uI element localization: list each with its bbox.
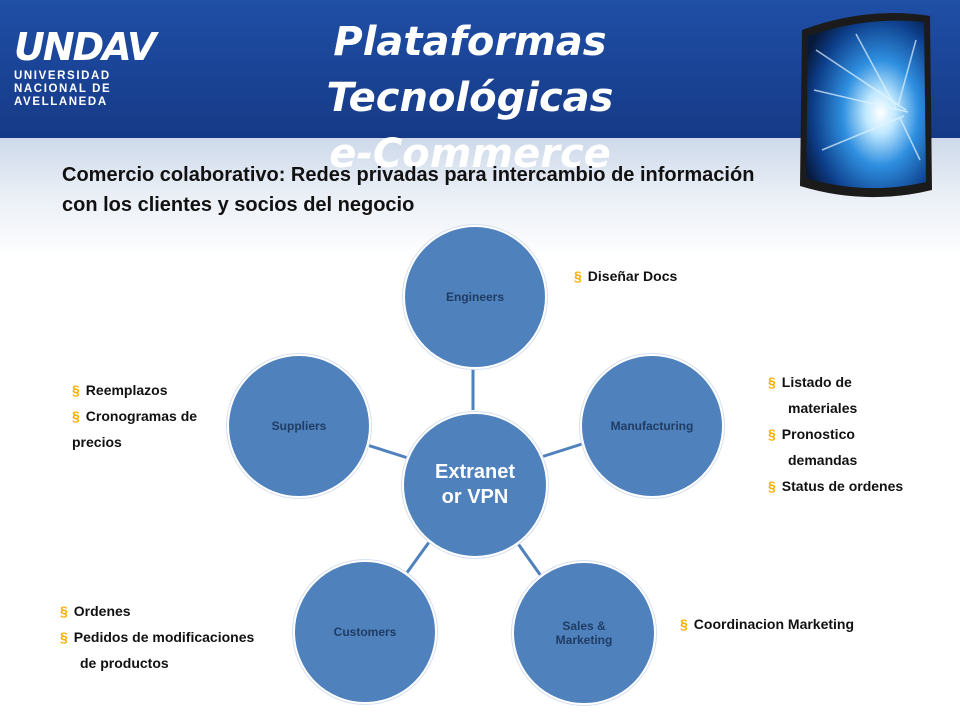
bullet-icon: § (60, 603, 68, 619)
note-text: Cronogramas de (85, 408, 198, 424)
note-text: Coordinacion Marketing (693, 616, 855, 632)
node-sales-label-2: Marketing (555, 633, 613, 647)
note-item: § Diseñar Docs (574, 263, 677, 289)
node-suppliers: Suppliers (227, 354, 371, 498)
node-manufacturing: Manufacturing (580, 354, 724, 498)
note-text: Status de ordenes (781, 478, 904, 494)
note-text: Ordenes (73, 603, 131, 619)
node-suppliers-label: Suppliers (271, 419, 327, 433)
subtitle-line-1: Comercio colaborativo: Redes privadas pa… (62, 164, 755, 186)
slide-title: Plataformas Tecnológicas e-Commerce (190, 14, 750, 182)
node-extranet-vpn: Extranet or VPN (402, 412, 548, 558)
node-engineers-label: Engineers (445, 290, 505, 304)
note-item: § Listado de (768, 369, 903, 395)
notes-customers: § Ordenes § Pedidos de modificaciones de p… (60, 598, 254, 676)
node-sales-marketing: Sales & Marketing (512, 561, 656, 705)
note-continuation: materiales (788, 400, 858, 416)
logo-line-2: NACIONAL DE (14, 83, 112, 95)
note-item: § Reemplazos (72, 377, 197, 403)
header-banner (0, 0, 960, 138)
bullet-icon: § (768, 478, 776, 494)
logo-line-1: UNIVERSIDAD (14, 70, 111, 82)
note-continuation: demandas (788, 452, 858, 468)
node-customers-label: Customers (333, 625, 397, 639)
note-item: § Ordenes (60, 598, 254, 624)
connector-suppliers (363, 442, 409, 460)
bullet-icon: § (72, 408, 80, 424)
notes-sales: § Coordinacion Marketing (680, 611, 854, 637)
note-text: Reemplazos (85, 382, 168, 398)
note-item: § Status de ordenes (768, 473, 903, 499)
bullet-icon: § (768, 374, 776, 390)
subtitle-line-2: con los clientes y socios del negocio (62, 194, 415, 216)
connector-customers (404, 537, 434, 575)
note-text: Pronostico (781, 426, 855, 442)
logo-line-3: AVELLANEDA (14, 96, 108, 108)
note-text: Diseñar Docs (587, 268, 678, 284)
title-line-1: Plataformas Tecnológicas (326, 19, 614, 121)
bullet-icon: § (72, 382, 80, 398)
node-sales-label-1: Sales & (562, 619, 606, 633)
center-label-1: Extranet (434, 461, 516, 483)
slide-subtitle: Comercio colaborativo: Redes privadas pa… (62, 160, 942, 220)
note-text: Pedidos de modificaciones (73, 629, 255, 645)
center-label-2: or VPN (441, 486, 509, 508)
title-line-2: e-Commerce (329, 131, 611, 177)
node-customers: Customers (293, 560, 437, 704)
node-engineers: Engineers (403, 225, 547, 369)
node-manufacturing-label: Manufacturing (610, 419, 694, 433)
connector-sales (512, 537, 543, 577)
bullet-icon: § (680, 616, 688, 632)
note-item: § Pronostico (768, 421, 903, 447)
notes-suppliers: § Reemplazos § Cronogramas de precios (72, 377, 197, 455)
note-continuation: de productos (80, 655, 169, 671)
bullet-icon: § (574, 268, 582, 284)
note-item: § Coordinacion Marketing (680, 611, 854, 637)
bullet-icon: § (768, 426, 776, 442)
bullet-icon: § (60, 629, 68, 645)
notes-manufacturing: § Listado de materiales § Pronostico deman… (768, 369, 903, 499)
note-item: § Cronogramas de (72, 403, 197, 429)
note-item: § Pedidos de modificaciones (60, 624, 254, 650)
light-tunnel-image (800, 13, 932, 198)
connector-manufacturing (537, 442, 583, 460)
note-text: Listado de (781, 374, 852, 390)
note-continuation: precios (72, 434, 122, 450)
notes-engineers: § Diseñar Docs (574, 263, 677, 289)
